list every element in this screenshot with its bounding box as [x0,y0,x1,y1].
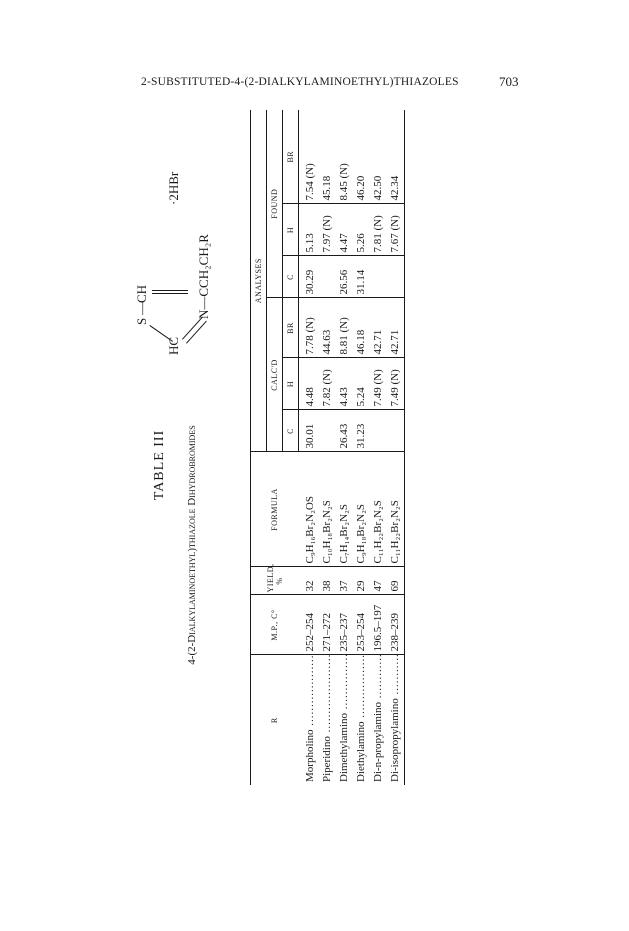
cell-found-h: 4.47 [336,204,353,256]
data-table: R M.P., C° Yield, % Formula Analyses Cal… [250,109,405,785]
header-yield: Yield, % [250,564,299,595]
cell-found-br: 8.45 (N) [336,109,353,204]
cell-mp: 238–239 [387,595,405,655]
structure-bond-right-double [152,290,188,291]
cell-found-h: 5.26 [353,204,370,256]
cell-r: Di-n-propylamino [370,655,387,785]
cell-found-br: 7.54 (N) [298,109,319,204]
cell-mp: 235–237 [336,595,353,655]
cell-mp: 271–272 [319,595,336,655]
cell-found-h: 5.13 [298,204,319,256]
cell-mp: 253–254 [353,595,370,655]
cell-formula: C₉H₁₈Br₂N₂S [353,452,370,567]
cell-formula: C₁₀H₁₈Br₂N₂S [319,452,336,567]
table-row: Di-n-propylamino 196.5–197 47 C₁₁H₂₂Br₂N… [370,109,387,785]
cell-calc-br: 42.71 [370,298,387,358]
header-found-h: H [282,204,299,256]
cell-found-c [319,256,336,298]
cell-calc-h: 4.43 [336,358,353,410]
structure-hc-group: HC [166,336,181,355]
page-number: 703 [499,74,519,89]
header-found-c: C [282,256,299,298]
cell-found-br: 42.34 [387,109,405,204]
cell-formula: C₁₁H₂₂Br₂N₂S [370,452,387,567]
cell-yield: 32 [298,567,319,595]
header-calcd: Calc'd [266,298,283,452]
cell-found-c [387,256,405,298]
cell-formula: C₇H₁₄Br₂N₂S [336,452,353,567]
cell-found-c: 31.14 [353,256,370,298]
cell-calc-h: 5.24 [353,358,370,410]
header-analyses: Analyses [250,109,267,452]
table-row: Dimethylamino 235–237 37 C₇H₁₄Br₂N₂S 26.… [336,109,353,785]
structure-salt: ·2HBr [166,171,181,205]
header-found-br: Br [282,109,299,204]
header-r: R [250,655,299,785]
cell-formula: C₉H₁₆Br₂N₂OS [298,452,319,567]
cell-formula: C₁₁H₂₂Br₂N₂S [387,452,405,567]
cell-calc-c: 30.01 [298,410,319,452]
cell-r: Diethylamino [353,655,370,785]
cell-calc-c [387,410,405,452]
cell-calc-c [319,410,336,452]
cell-calc-h: 7.49 (N) [370,358,387,410]
cell-calc-c [370,410,387,452]
cell-calc-br: 8.81 (N) [336,298,353,358]
cell-found-c: 30.29 [298,256,319,298]
cell-yield: 37 [336,567,353,595]
cell-calc-br: 42.71 [387,298,405,358]
cell-calc-c: 31.23 [353,410,370,452]
cell-found-h: 7.97 (N) [319,204,336,256]
header-found: Found [266,109,283,298]
cell-calc-c: 26.43 [336,410,353,452]
cell-calc-h: 4.48 [298,358,319,410]
cell-calc-h: 7.49 (N) [387,358,405,410]
header-mp: M.P., C° [250,595,299,655]
cell-found-c: 26.56 [336,256,353,298]
cell-calc-br: 46.18 [353,298,370,358]
structure-bond-right [152,293,188,294]
header-calc-h: H [282,358,299,410]
cell-yield: 69 [387,567,405,595]
cell-r: Morpholino [299,655,320,785]
cell-found-br: 42.50 [370,109,387,204]
cell-mp: 252–254 [298,595,319,655]
cell-found-br: 46.20 [353,109,370,204]
header-calc-c: C [282,410,299,452]
thiazole-structure: S — CH HC N—CCH₂CH₂R ·2HBr [134,171,211,355]
cell-r: Dimethylamino [336,655,353,785]
table-row: Di-isopropylamino 238–239 69 C₁₁H₂₂Br₂N₂… [387,109,405,785]
cell-mp: 196.5–197 [370,595,387,655]
table-row: Diethylamino 253–254 29 C₉H₁₈Br₂N₂S 31.2… [353,109,370,785]
structure-n-chain: N—CCH₂CH₂R [196,234,211,319]
cell-calc-br: 7.78 (N) [298,298,319,358]
cell-r: Di-isopropylamino [387,655,405,785]
header-calc-br: Br [282,298,299,358]
structure-s-atom: S [134,317,149,325]
header-formula: Formula [250,452,299,567]
running-head: 2-substituted-4-(2-dialkylaminoethyl)thi… [141,76,459,88]
cell-calc-h: 7.82 (N) [319,358,336,410]
cell-r: Piperidino [319,655,336,785]
rotated-table-block: TABLE III 4-(2-Dialkylaminoethyl)thiazol… [110,85,510,785]
structure-ch-group: CH [134,284,149,303]
cell-found-h: 7.67 (N) [387,204,405,256]
cell-yield: 38 [319,567,336,595]
cell-yield: 47 [370,567,387,595]
cell-found-h: 7.81 (N) [370,204,387,256]
cell-found-br: 45.18 [319,109,336,204]
table-row: Piperidino 271–272 38 C₁₀H₁₈Br₂N₂S 7.82 … [319,109,336,785]
cell-calc-br: 44.63 [319,298,336,358]
table-row: Morpholino 252–254 32 C₉H₁₆Br₂N₂OS 30.01… [298,109,320,785]
cell-found-c [370,256,387,298]
table-subtitle: 4-(2-Dialkylaminoethyl)thiazole Dihydrob… [186,425,198,665]
cell-yield: 29 [353,567,370,595]
